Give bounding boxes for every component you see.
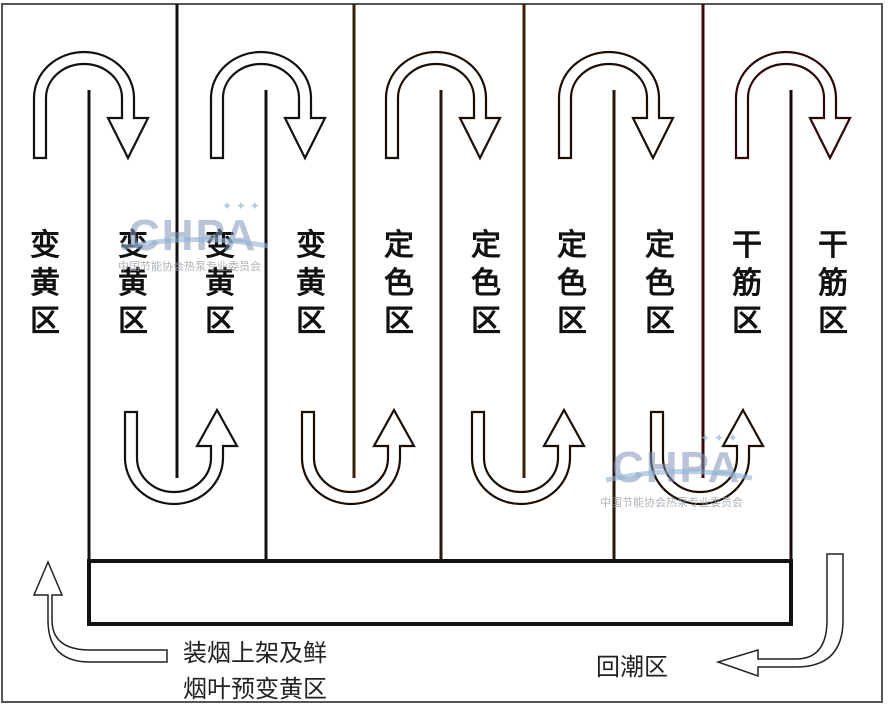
zone-label-10: 干筋区 bbox=[818, 228, 848, 339]
zone-label-1: 变黄区 bbox=[30, 228, 60, 339]
watermark-top: CHPA 中国节能协会热泵专业委员会 ✦ ✦ ✦ bbox=[118, 199, 269, 273]
watermark-logo: CHPA bbox=[612, 443, 741, 492]
star-icon: ✦ ✦ ✦ bbox=[700, 431, 738, 445]
zone-label-char: 黄 bbox=[296, 266, 326, 301]
top-u-turn-arrows bbox=[32, 50, 852, 161]
zone-label-char: 干 bbox=[818, 228, 848, 263]
star-icon: ✦ ✦ ✦ bbox=[222, 199, 260, 213]
outer-frame bbox=[1, 3, 883, 703]
zone-label-char: 定 bbox=[645, 228, 675, 263]
zone-label-char: 区 bbox=[30, 304, 60, 339]
zone-label-3: 变黄区 bbox=[205, 228, 235, 339]
zone-label-char: 区 bbox=[118, 304, 148, 339]
zone-label-6: 定色区 bbox=[471, 228, 501, 339]
zone-label-char: 筋 bbox=[818, 266, 848, 301]
u-turn-up-arrow-icon bbox=[649, 407, 765, 506]
watermark-wave bbox=[605, 468, 753, 483]
zone-label-char: 定 bbox=[384, 228, 414, 263]
zone-label-char: 区 bbox=[205, 304, 235, 339]
zone-label-char: 区 bbox=[818, 304, 848, 339]
watermark-bottom: CHPA 中国节能协会热泵专业委员会 ✦ ✦ ✦ bbox=[600, 431, 753, 509]
zone-label-char: 色 bbox=[471, 266, 501, 301]
transport-track bbox=[87, 559, 793, 626]
watermark-subtitle: 中国节能协会热泵专业委员会 bbox=[600, 495, 743, 509]
zone-label-char: 色 bbox=[645, 266, 675, 301]
exit-caption: 回潮区 bbox=[596, 653, 668, 681]
u-turn-down-arrow-icon bbox=[557, 50, 675, 161]
zone-label-char: 区 bbox=[296, 304, 326, 339]
u-turn-up-arrow-icon bbox=[300, 407, 416, 506]
zone-label-char: 黄 bbox=[30, 266, 60, 301]
zone-label-char: 变 bbox=[30, 228, 60, 263]
zone-label-char: 色 bbox=[557, 266, 587, 301]
curved-up-arrow-icon bbox=[32, 560, 168, 663]
zone-label-char: 筋 bbox=[732, 266, 762, 301]
zone-label-8: 定色区 bbox=[645, 228, 675, 339]
zone-label-char: 色 bbox=[384, 266, 414, 301]
u-turn-down-arrow-icon bbox=[209, 50, 327, 161]
entry-caption-line2: 烟叶预变黄区 bbox=[183, 675, 327, 703]
zone-label-char: 区 bbox=[557, 304, 587, 339]
bottom-u-turn-arrows bbox=[123, 407, 765, 506]
curved-left-arrow-icon bbox=[715, 553, 844, 678]
zone-label-char: 干 bbox=[732, 228, 762, 263]
u-turn-down-arrow-icon bbox=[32, 50, 150, 161]
u-turn-up-arrow-icon bbox=[123, 407, 239, 506]
zone-label-9: 干筋区 bbox=[732, 228, 762, 339]
u-turn-up-arrow-icon bbox=[470, 407, 586, 506]
zone-label-char: 区 bbox=[384, 304, 414, 339]
inner-dividers bbox=[87, 90, 793, 562]
watermark-subtitle: 中国节能协会热泵专业委员会 bbox=[118, 259, 261, 273]
u-turn-down-arrow-icon bbox=[734, 50, 852, 161]
zone-label-char: 区 bbox=[732, 304, 762, 339]
zone-label-char: 黄 bbox=[118, 266, 148, 301]
zone-label-char: 定 bbox=[557, 228, 587, 263]
zone-label-char: 区 bbox=[471, 304, 501, 339]
zone-label-char: 黄 bbox=[205, 266, 235, 301]
watermark-wave bbox=[121, 236, 269, 251]
zone-label-char: 变 bbox=[296, 228, 326, 263]
zone-label-char: 区 bbox=[645, 304, 675, 339]
entry-caption-line1: 装烟上架及鲜 bbox=[183, 639, 327, 667]
zone-label-5: 定色区 bbox=[384, 228, 414, 339]
zone-label-7: 定色区 bbox=[557, 228, 587, 339]
zone-label-char: 变 bbox=[205, 228, 235, 263]
watermark-logo: CHPA bbox=[128, 211, 257, 260]
u-turn-down-arrow-icon bbox=[384, 50, 502, 161]
zone-label-4: 变黄区 bbox=[296, 228, 326, 339]
zone-label-char: 定 bbox=[471, 228, 501, 263]
